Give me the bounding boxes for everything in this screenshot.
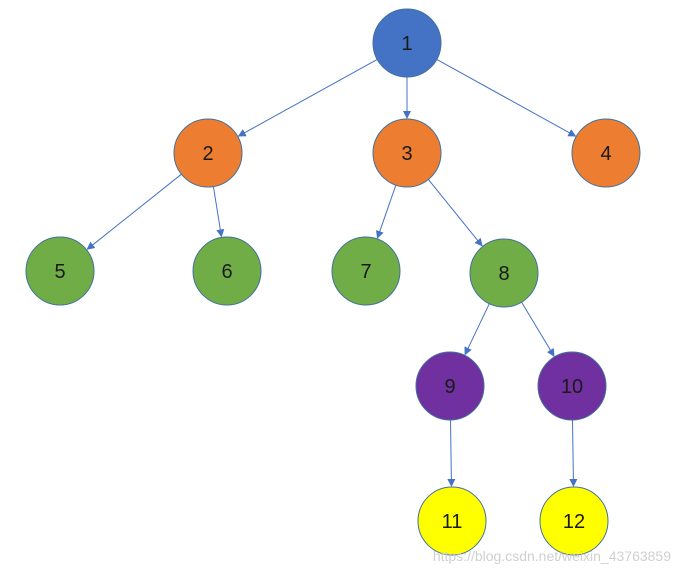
node-circle-10 [537, 351, 607, 421]
node-circle-3 [372, 118, 442, 188]
node-label-5: 5 [54, 261, 65, 283]
node-label-3: 3 [401, 143, 412, 165]
node-circle-11 [417, 486, 487, 556]
tree-node-2: 2 [173, 118, 243, 188]
node-circle-4 [571, 118, 641, 188]
node-label-7: 7 [360, 261, 371, 283]
edge-1-2 [237, 59, 378, 137]
tree-node-10: 10 [537, 351, 607, 421]
tree-node-4: 4 [571, 118, 641, 188]
edge-9-11 [447, 419, 456, 488]
node-circle-2 [173, 118, 243, 188]
tree-node-5: 5 [25, 236, 95, 306]
node-label-9: 9 [444, 376, 455, 398]
edge-8-9 [464, 303, 490, 356]
node-circle-1 [372, 8, 442, 78]
tree-node-7: 7 [331, 236, 401, 306]
edges-layer [86, 59, 578, 488]
watermark-text: https://blog.csdn.net/weixin_43763859 [432, 548, 671, 564]
node-label-11: 11 [442, 511, 463, 533]
edge-10-12 [569, 419, 578, 488]
edge-3-8 [427, 179, 483, 247]
tree-node-1: 1 [372, 8, 442, 78]
node-label-2: 2 [202, 143, 213, 165]
edge-2-6 [212, 186, 225, 238]
node-circle-5 [25, 236, 95, 306]
node-label-8: 8 [498, 263, 509, 285]
edge-8-10 [521, 301, 555, 357]
node-label-12: 12 [563, 511, 585, 533]
node-circle-9 [415, 351, 485, 421]
tree-node-9: 9 [415, 351, 485, 421]
node-circle-12 [539, 486, 609, 556]
node-circle-7 [331, 236, 401, 306]
tree-node-11: 11 [417, 486, 487, 556]
node-circle-6 [192, 236, 262, 306]
edge-1-4 [436, 59, 577, 137]
node-label-6: 6 [221, 261, 232, 283]
tree-node-12: 12 [539, 486, 609, 556]
tree-node-8: 8 [469, 238, 539, 308]
tree-node-3: 3 [372, 118, 442, 188]
edge-3-7 [376, 184, 397, 239]
tree-node-6: 6 [192, 236, 262, 306]
node-circle-8 [469, 238, 539, 308]
node-label-4: 4 [600, 143, 611, 165]
node-label-10: 10 [561, 376, 583, 398]
node-label-1: 1 [401, 33, 412, 55]
edge-2-5 [86, 173, 182, 250]
